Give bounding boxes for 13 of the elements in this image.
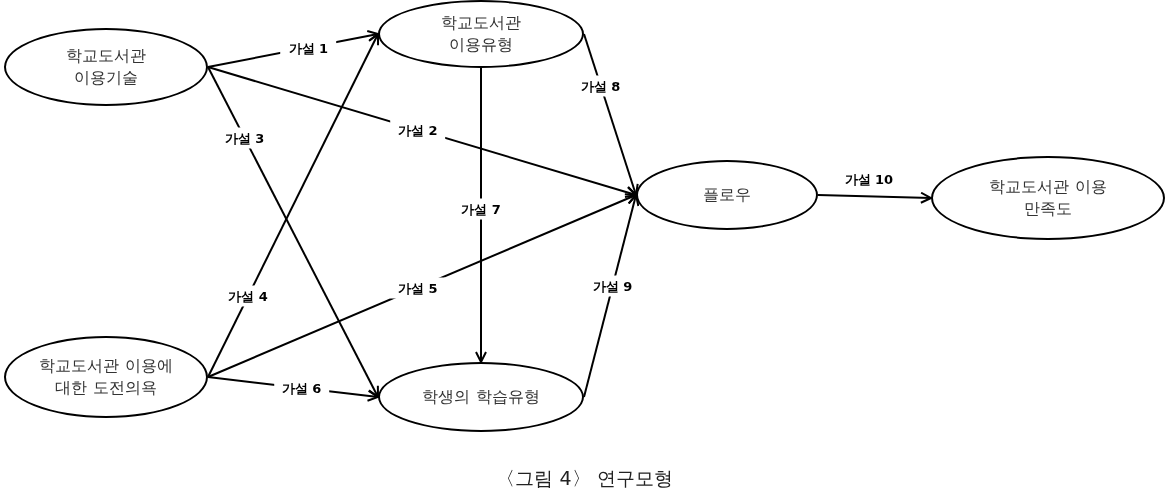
node-text: 학교도서관 이용유형: [440, 12, 522, 56]
edge-label: 가설 5: [389, 277, 446, 299]
edge-label: 가설 2: [389, 119, 446, 141]
caption: 〈그림 4〉 연구모형: [495, 466, 674, 491]
node-text: 플로우: [703, 184, 751, 206]
arrow: [475, 67, 487, 363]
arrow: [583, 33, 639, 196]
arrow: [817, 191, 932, 204]
node-text: 학교도서관 이용에 대한 도전의욕: [38, 355, 174, 399]
arrow: [207, 193, 637, 378]
node-text: 학교도서관 이용 만족도: [988, 176, 1108, 220]
node-text: 학교도서관 이용기술: [65, 45, 147, 89]
node-text: 학생의 학습유형: [422, 386, 540, 408]
